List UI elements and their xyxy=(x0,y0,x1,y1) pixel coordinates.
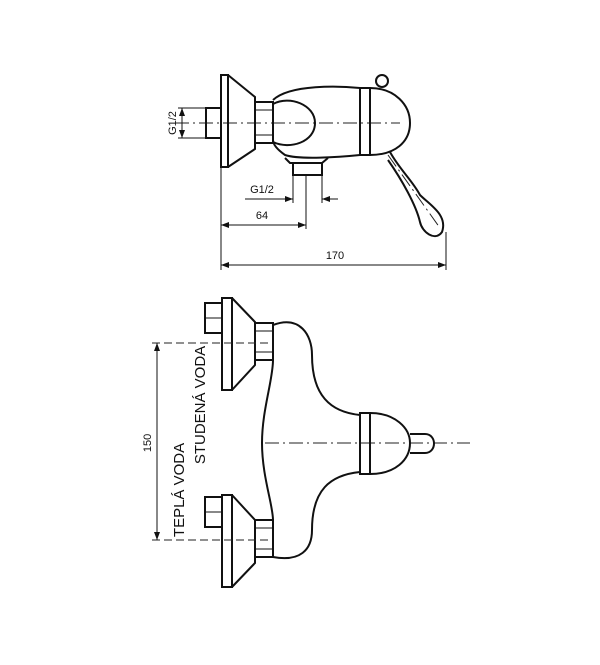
body-outline xyxy=(260,321,361,560)
wall-flange xyxy=(220,74,229,168)
lever-tip xyxy=(410,433,435,454)
cap-ring xyxy=(359,87,371,156)
lever-handle xyxy=(387,151,445,238)
side-view: G1/2 G1/2 64 170 xyxy=(167,74,447,270)
cap-ring xyxy=(359,412,371,475)
outlet-pipe xyxy=(292,162,323,176)
total-depth-label: 170 xyxy=(326,250,344,262)
cap-dome xyxy=(369,412,412,475)
valve-body xyxy=(272,85,361,159)
hot-water-label: TEPLÁ VODA xyxy=(171,443,188,537)
inlet-thread-label: G1/2 xyxy=(167,111,179,135)
hot-inlet xyxy=(204,494,274,588)
inlet-spacing-label: 150 xyxy=(142,434,154,452)
body-inner-curve xyxy=(272,99,317,147)
nut xyxy=(254,101,274,144)
cold-water-label: STUDENÁ VODA xyxy=(192,346,209,464)
cold-inlet xyxy=(204,297,274,391)
flange-cone xyxy=(227,74,256,168)
front-view: 150 TEPLÁ VODA STUDENÁ VODA xyxy=(142,297,470,588)
outlet-thread-label: G1/2 xyxy=(250,184,274,196)
cap-dome xyxy=(369,87,412,156)
outlet-offset-label: 64 xyxy=(256,210,268,222)
knob-top xyxy=(375,74,389,88)
